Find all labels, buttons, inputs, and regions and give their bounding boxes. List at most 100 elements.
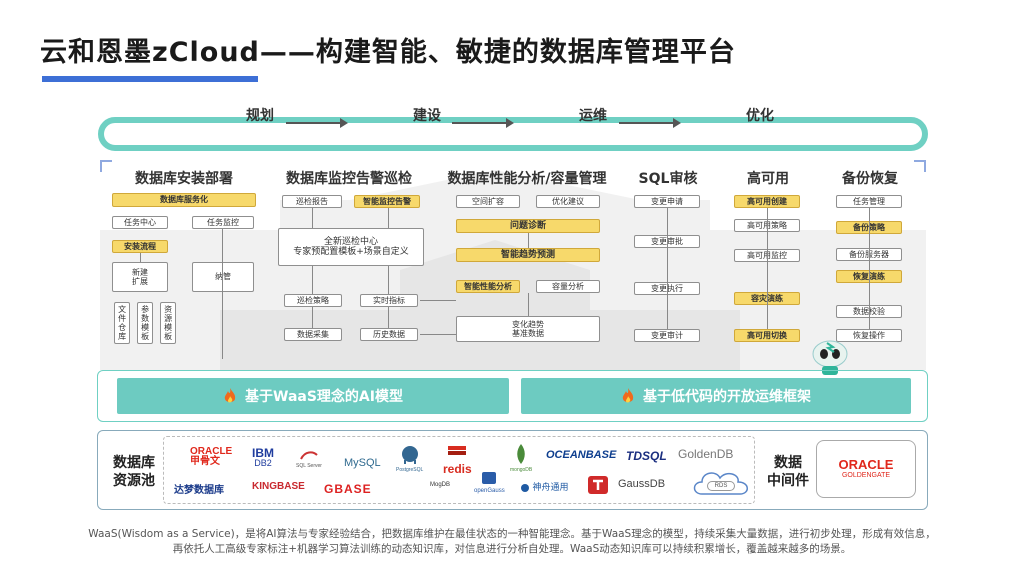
- elephant-icon: [401, 446, 418, 464]
- connector-line: [388, 307, 389, 328]
- install-task-center: 任务中心: [112, 216, 168, 229]
- connector-line: [420, 334, 456, 335]
- title-underline: [42, 76, 258, 82]
- monitor-realtime-metrics: 实时指标: [360, 294, 418, 307]
- goldengate-box: ORACLE GOLDENGATE: [816, 440, 916, 498]
- db-pool-label: 数据库 资源池: [106, 454, 162, 490]
- connector-line: [667, 208, 668, 329]
- connector-line: [869, 208, 870, 329]
- sql-change-audit: 变更审计: [634, 329, 700, 342]
- install-task-monitor: 任务监控: [192, 216, 254, 229]
- install-new-label: 新建: [132, 267, 148, 277]
- lowcode-label: 基于低代码的开放运维框架: [643, 389, 811, 405]
- header-perf: 数据库性能分析/容量管理: [447, 171, 607, 187]
- mongodb-leaf-icon: [517, 444, 525, 464]
- connector-line: [528, 233, 529, 248]
- trend-line1: 变化趋势: [512, 319, 544, 329]
- trend-line2: 基准数据: [512, 329, 544, 338]
- sqlserver-text: SQL Server: [296, 463, 322, 469]
- install-resource-tpl: 资源模板: [160, 302, 176, 344]
- backup-restore-op: 恢复操作: [836, 329, 902, 342]
- inspect-center-line2: 专家预配置模板+场景自定义: [293, 247, 409, 257]
- monitor-data-collect: 数据采集: [284, 328, 342, 341]
- mongodb-text: mongoDB: [510, 467, 533, 473]
- install-expand-label: 扩展: [132, 277, 148, 286]
- pipeline-arrow: [619, 118, 681, 128]
- logo-tdsql: TDSQL: [626, 449, 667, 463]
- db2-text: DB2: [254, 458, 272, 468]
- logo-redis: redis: [443, 445, 472, 476]
- background-house-shape: [100, 170, 926, 370]
- db-pool-frame: [97, 430, 928, 510]
- header-sql: SQL审核: [638, 171, 698, 187]
- connector-line: [388, 266, 389, 294]
- header-backup: 备份恢复: [842, 171, 898, 187]
- header-ha: 高可用: [747, 171, 789, 187]
- oracle-sub-text: 甲骨文: [190, 456, 220, 467]
- logo-gaussdb: GaussDB: [618, 478, 666, 490]
- ha-switch: 高可用切换: [734, 329, 800, 342]
- middleware-label-line2: 中间件: [767, 473, 809, 490]
- connector-line: [767, 208, 768, 329]
- ai-frame: [97, 370, 928, 422]
- connector-line: [388, 208, 389, 228]
- monitor-history-data: 历史数据: [360, 328, 418, 341]
- stage-optimize: 优化: [746, 108, 774, 124]
- postgres-text: PostgreSQL: [396, 467, 424, 473]
- header-install: 数据库安装部署: [135, 171, 233, 187]
- page-title: 云和恩墨zCloud——构建智能、敏捷的数据库管理平台: [40, 37, 736, 68]
- mascot-icon: [812, 340, 848, 375]
- connector-line: [312, 307, 313, 328]
- connector-line: [140, 253, 141, 262]
- stage-build: 建设: [413, 108, 441, 124]
- ai-model-banner: 基于WaaS理念的AI模型: [117, 378, 509, 414]
- sql-change-request: 变更申请: [634, 195, 700, 208]
- logo-dameng: 达梦数据库: [174, 485, 224, 496]
- perf-optimize-suggest: 优化建议: [536, 195, 600, 208]
- rds-text: RDS: [707, 481, 735, 491]
- frame-corner: [914, 160, 926, 172]
- ai-model-label: 基于WaaS理念的AI模型: [245, 389, 403, 405]
- perf-trend-predict: 智能趋势预测: [456, 248, 600, 262]
- logo-oracle: ORACLE 甲骨文: [190, 447, 232, 467]
- ha-create: 高可用创建: [734, 195, 800, 208]
- opengauss-icon: [482, 472, 497, 484]
- fire-icon: [224, 388, 236, 403]
- perf-capacity: 容量分析: [536, 280, 600, 293]
- goldengate-logo: ORACLE GOLDENGATE: [817, 457, 915, 480]
- logo-mongodb: mongoDB: [510, 443, 532, 473]
- db-logo-area: [163, 436, 755, 504]
- logo-mogdb: MogDB: [430, 482, 451, 488]
- install-new-expand: 新建 扩展: [112, 262, 168, 292]
- db-pool-label-line1: 数据库: [113, 455, 155, 471]
- pipeline-arrow: [452, 118, 514, 128]
- logo-gbase: GBASE: [324, 482, 372, 496]
- logo-postgresql: PostgreSQL: [396, 445, 423, 473]
- db-pool-label-line2: 资源池: [113, 473, 155, 490]
- perf-trend-baseline: 变化趋势 基准数据: [456, 316, 600, 342]
- stage-operate: 运维: [579, 108, 607, 124]
- install-service-box: 数据库服务化: [112, 193, 256, 207]
- monitor-inspect-center: 全新巡检中心 专家预配置模板+场景自定义: [278, 228, 424, 266]
- backup-task-mgmt: 任务管理: [836, 195, 902, 208]
- goldengate-text: GOLDENGATE: [841, 472, 891, 480]
- logo-opengauss: openGauss: [474, 470, 505, 494]
- install-param-tpl: 参数模板: [137, 302, 153, 344]
- header-monitor: 数据库监控告警巡检: [286, 171, 412, 187]
- footer-line2: 再依托人工高级专家标注+机器学习算法训练的动态知识库，对信息进行分析自处理。Wa…: [172, 542, 852, 555]
- connector-line: [312, 208, 313, 228]
- monitor-inspect-report: 巡检报告: [282, 195, 342, 208]
- logo-mysql: MySQL: [344, 457, 381, 469]
- logo-shenzhou: 神舟通用: [520, 480, 569, 493]
- connector-line: [312, 266, 313, 294]
- footer-description: WaaS(Wisdom as a Service)，是将AI算法与专家经验结合，…: [40, 527, 984, 556]
- install-flow-box: 安装流程: [112, 240, 168, 253]
- install-file-repo: 文件仓库: [114, 302, 130, 344]
- perf-space-expand: 空间扩容: [456, 195, 520, 208]
- stage-plan: 规划: [246, 108, 274, 124]
- perf-smart-analysis: 智能性能分析: [456, 280, 520, 293]
- sqlserver-icon: [300, 451, 318, 460]
- fire-icon: [622, 388, 634, 403]
- td-red-icon: [588, 476, 608, 494]
- perf-problem-diag: 问题诊断: [456, 219, 600, 233]
